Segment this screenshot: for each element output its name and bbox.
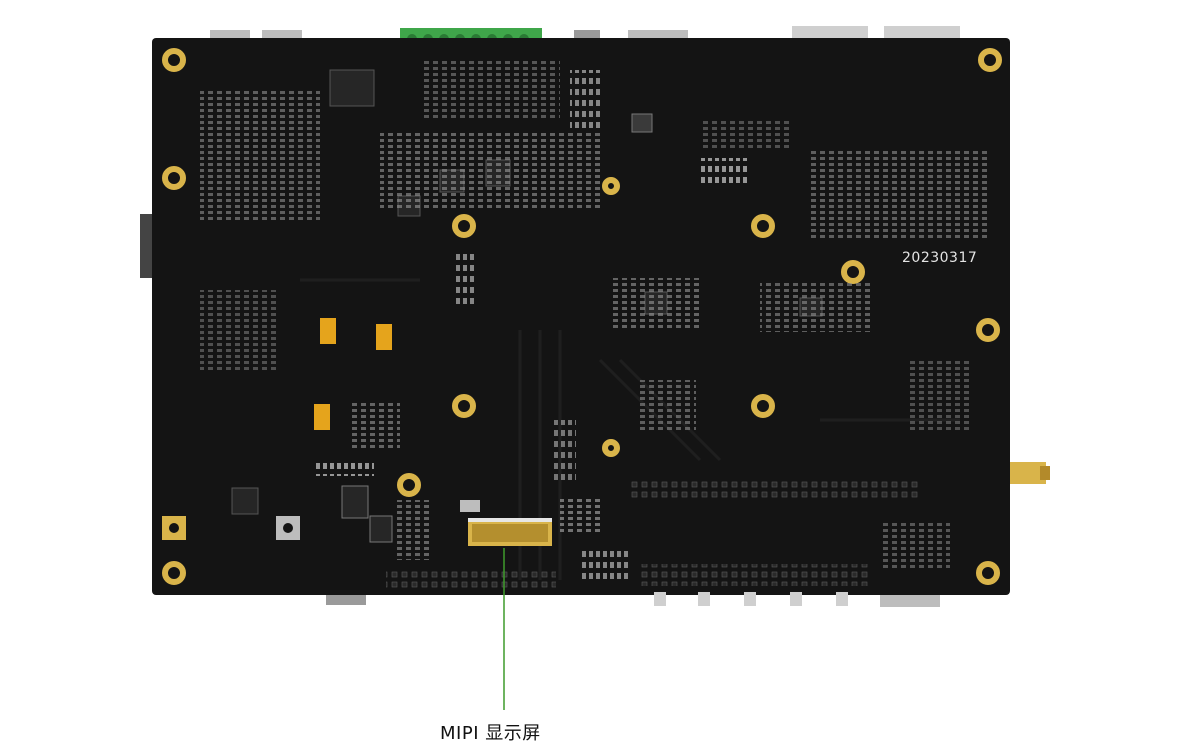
smd-components [200, 60, 990, 582]
audio-jacks [654, 592, 848, 606]
board-date-code: 20230317 [902, 250, 978, 266]
pcb-board [152, 38, 1010, 595]
sma-antenna-connector [1006, 462, 1050, 484]
pin-headers [386, 478, 920, 588]
mounting-holes [162, 48, 1002, 585]
bottom-usb-connector [880, 593, 940, 607]
mipi-connector [460, 500, 552, 546]
tantalum-capacitors [314, 318, 392, 430]
mipi-display-label: MIPI 显示屏 [440, 723, 541, 744]
bottom-connector [326, 593, 366, 605]
square-pads [162, 516, 300, 540]
